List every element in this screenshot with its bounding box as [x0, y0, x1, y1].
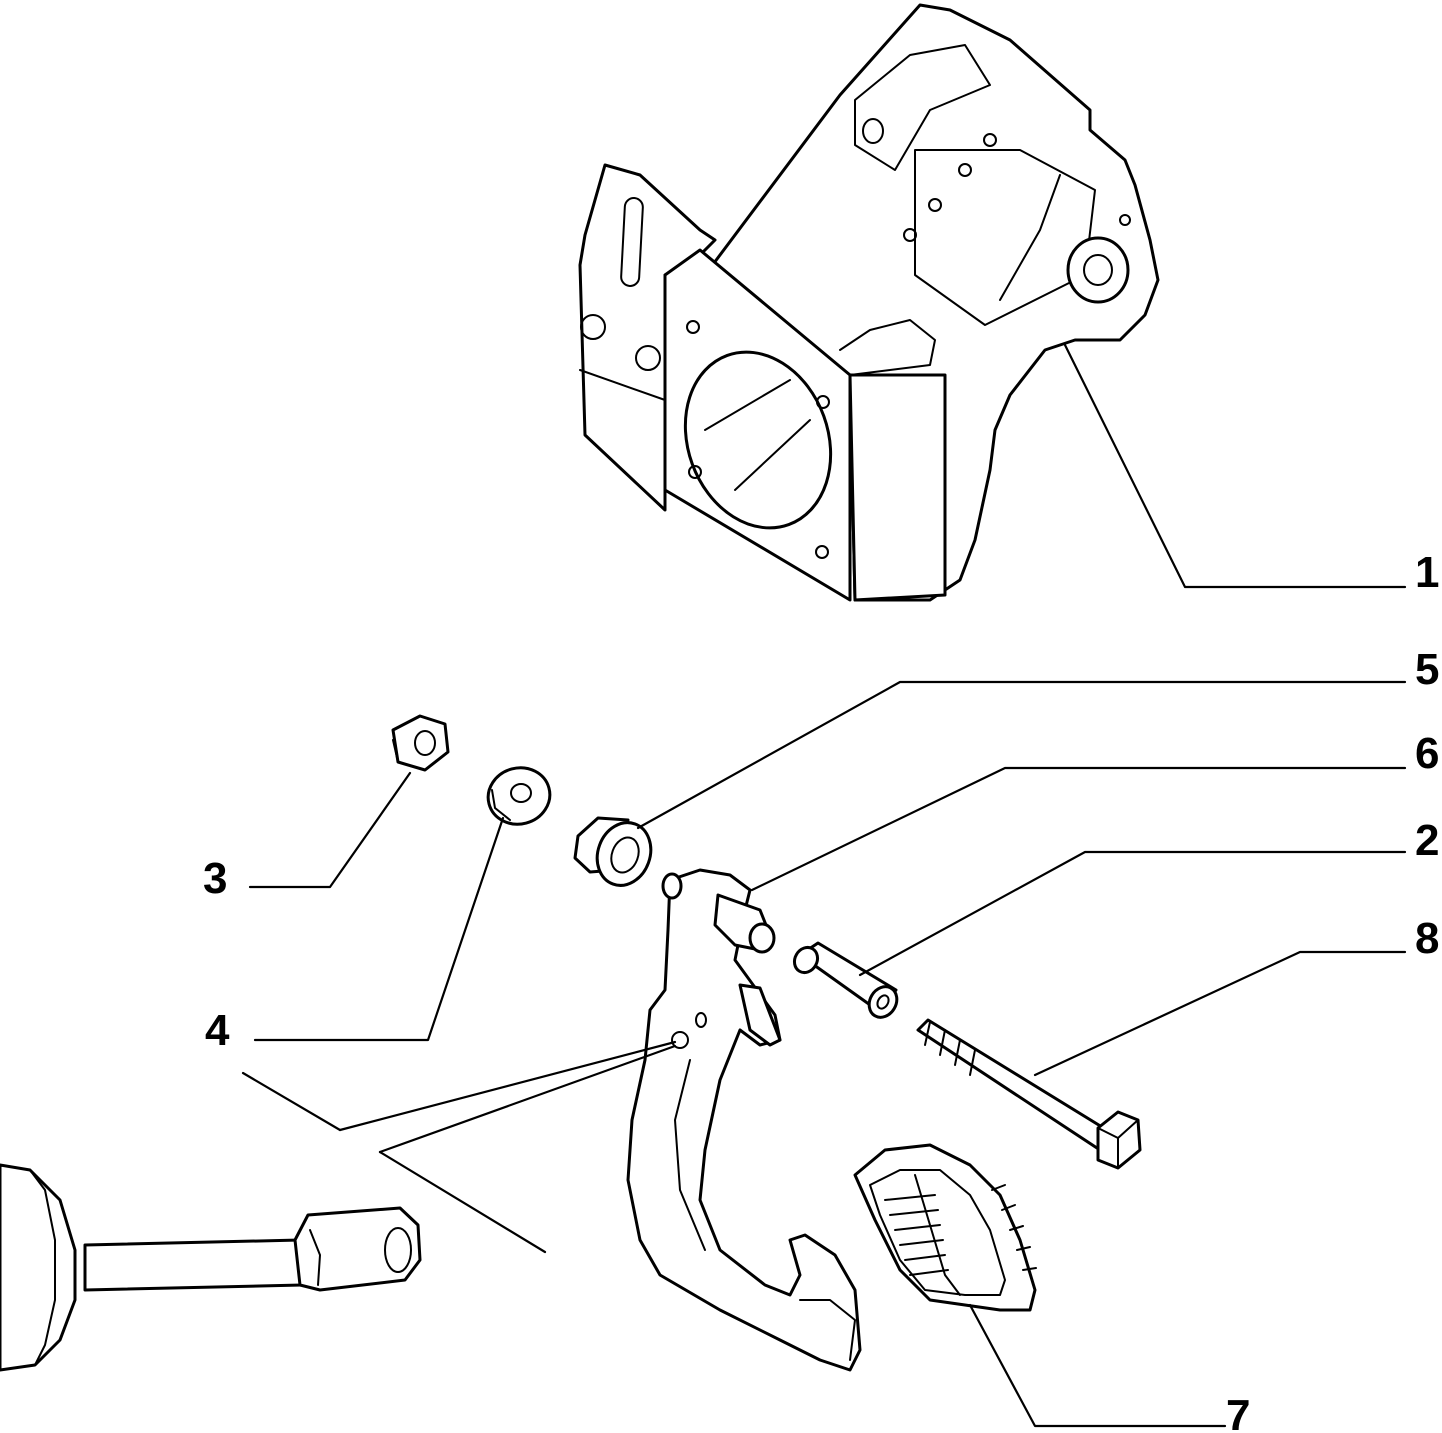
callout-3: 3	[203, 854, 227, 903]
pedal-bracket	[578, 3, 1160, 602]
callout-5: 5	[1415, 645, 1439, 694]
pedal-pad	[853, 1143, 1037, 1312]
callout-1: 1	[1415, 548, 1439, 597]
callout-6: 6	[1415, 729, 1439, 778]
bushing	[573, 816, 653, 887]
spacer-tube	[792, 941, 899, 1019]
callout-7: 7	[1226, 1391, 1250, 1433]
leader-lines	[241, 343, 1407, 1428]
pedal-lever	[626, 868, 862, 1372]
callout-8: 8	[1415, 914, 1439, 963]
callout-2: 2	[1415, 816, 1439, 865]
hex-nut	[391, 714, 450, 772]
master-cylinder	[0, 1163, 422, 1372]
washer	[486, 766, 552, 826]
bolt	[916, 1018, 1142, 1170]
callout-4: 4	[205, 1006, 230, 1055]
